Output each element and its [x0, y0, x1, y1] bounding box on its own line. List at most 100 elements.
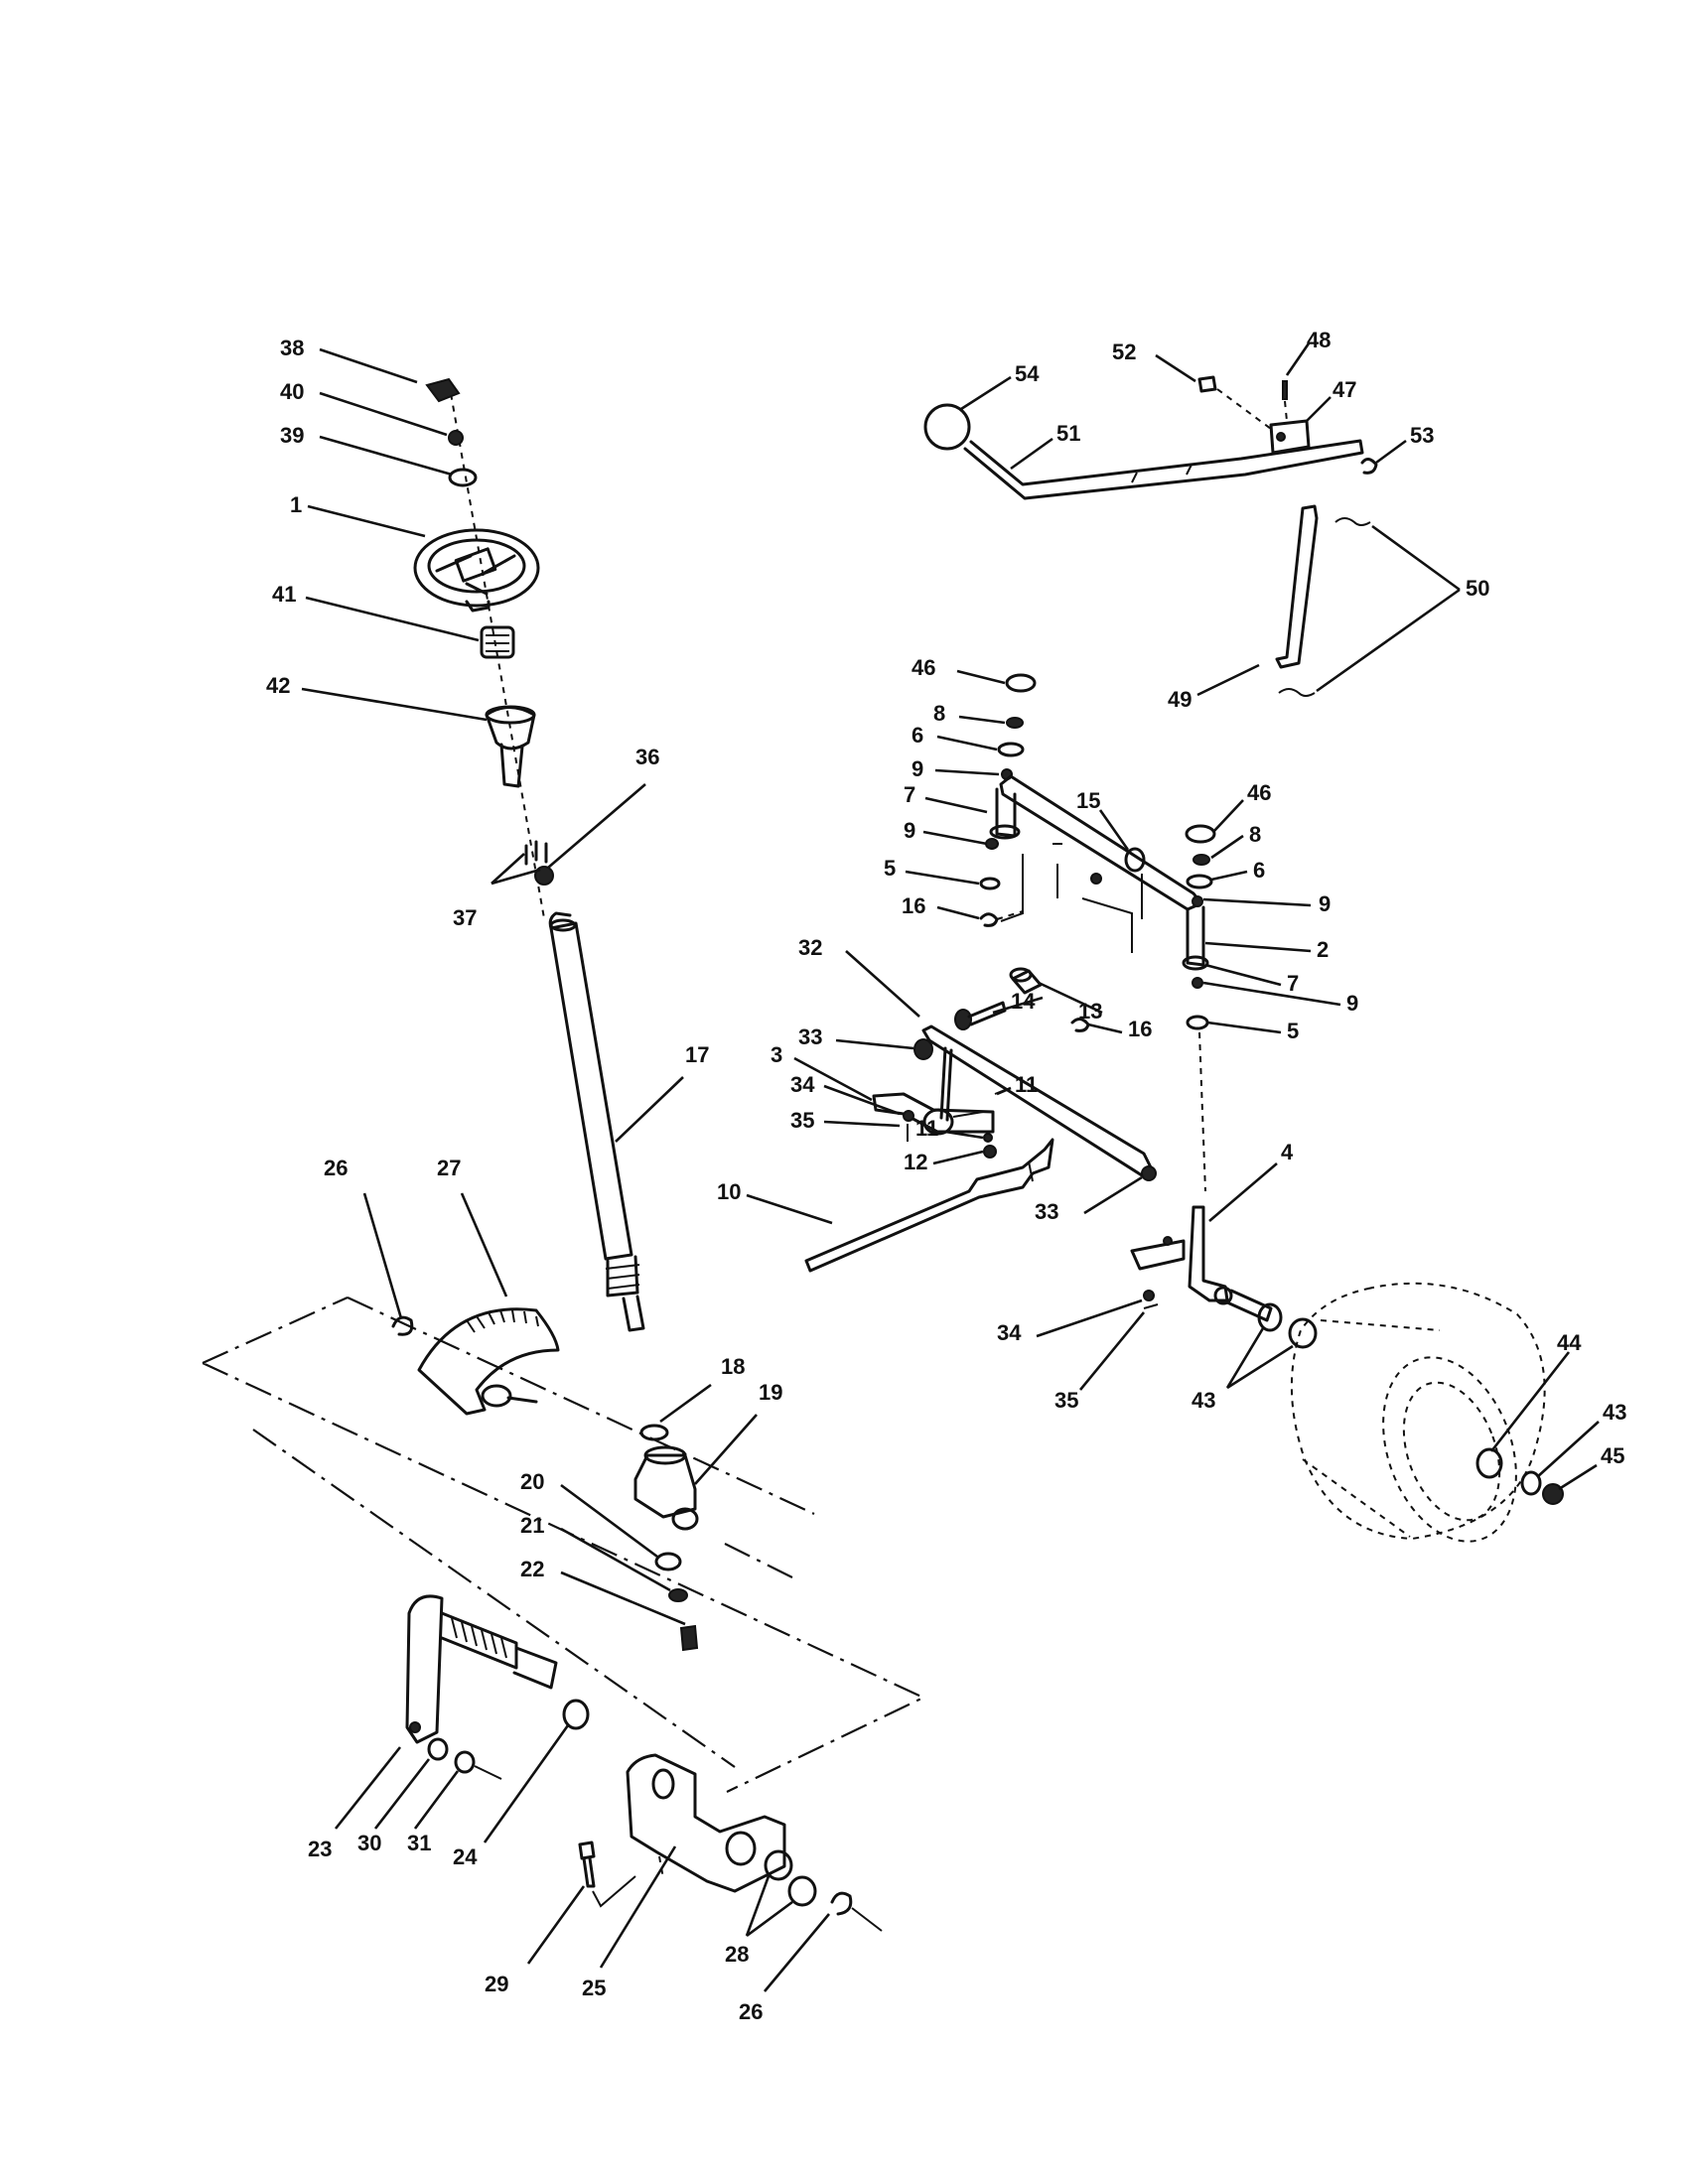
part-12-fastener	[983, 1145, 997, 1159]
callout-46-left: 46	[912, 655, 935, 680]
callout-24: 24	[453, 1844, 478, 1869]
callout-5-right: 5	[1287, 1019, 1299, 1043]
part-46-cap-right	[1185, 824, 1216, 844]
part-22-bolt	[679, 1624, 699, 1652]
callout-6-left: 6	[912, 723, 923, 748]
callout-26-top: 26	[324, 1156, 348, 1180]
part-28-washer-b	[787, 1875, 817, 1907]
part-30-washer	[427, 1737, 449, 1761]
part-26-clip-bottom	[830, 1891, 853, 1916]
callout-52: 52	[1112, 340, 1136, 364]
callout-50: 50	[1466, 576, 1489, 601]
part-11-fastener-a	[983, 1133, 993, 1143]
callout-33-right: 33	[1035, 1199, 1058, 1224]
part-24-bushing	[562, 1699, 590, 1730]
callout-32: 32	[798, 935, 822, 960]
callout-44: 44	[1557, 1330, 1582, 1355]
callout-51: 51	[1056, 421, 1080, 446]
part-6-washer-left	[997, 742, 1025, 757]
part-43-washer-c	[1520, 1470, 1542, 1496]
callout-labels: 38 40 39 1 41 42 36 37 17 26 27 18 19 20…	[266, 328, 1626, 2024]
front-axle-assembly	[804, 673, 1564, 1543]
callout-54: 54	[1015, 361, 1040, 386]
part-9-bearing-right-top	[1192, 895, 1203, 907]
part-14-bolt	[954, 1001, 1007, 1030]
callout-43-right: 43	[1603, 1400, 1626, 1425]
callout-45: 45	[1601, 1443, 1624, 1468]
callout-15: 15	[1076, 788, 1100, 813]
part-34-nut-right	[1143, 1290, 1155, 1301]
part-28-washer-a	[764, 1849, 793, 1881]
callout-49: 49	[1168, 687, 1192, 712]
part-25-bracket	[626, 1753, 786, 1893]
callout-21: 21	[520, 1513, 544, 1538]
part-34-nut-left	[903, 1110, 914, 1122]
callout-42: 42	[266, 673, 290, 698]
frame-outline-left	[202, 1296, 926, 1793]
part-9-bearing-left-mid	[985, 838, 999, 850]
callout-35-right: 35	[1054, 1388, 1078, 1413]
callout-19: 19	[759, 1380, 782, 1405]
part-23-steering-arm	[405, 1594, 558, 1744]
callout-22: 22	[520, 1557, 544, 1581]
callout-5-left: 5	[884, 856, 896, 881]
callout-3: 3	[771, 1042, 782, 1067]
callout-39: 39	[280, 423, 304, 448]
callout-17: 17	[685, 1042, 709, 1067]
callout-13: 13	[1078, 999, 1102, 1024]
part-36-37-fasteners	[524, 840, 554, 886]
callout-41: 41	[272, 582, 296, 607]
part-52-spring	[1197, 375, 1217, 393]
callout-47: 47	[1333, 377, 1356, 402]
callout-31: 31	[407, 1831, 431, 1855]
callout-leaders	[301, 342, 1600, 1992]
part-8-nut-right	[1193, 854, 1210, 866]
part-20-washer	[654, 1552, 682, 1571]
callout-14: 14	[1011, 989, 1036, 1014]
part-21-washer	[668, 1588, 688, 1602]
part-31-nut	[454, 1750, 476, 1774]
callout-7-left: 7	[904, 782, 915, 807]
callout-30: 30	[357, 1831, 381, 1855]
part-33-ball-joint-right	[1141, 1165, 1157, 1181]
callout-11-left: 11	[915, 1116, 938, 1141]
part-42-bearing	[485, 705, 536, 788]
steering-column-assembly	[202, 377, 926, 1932]
part-19-bearing-block	[633, 1445, 699, 1531]
callout-53: 53	[1410, 423, 1434, 448]
callout-9-left-mid: 9	[904, 818, 915, 843]
part-6-washer-right	[1186, 874, 1213, 889]
lift-handle-assembly	[923, 375, 1378, 697]
part-49-rod	[1275, 504, 1319, 669]
callout-37: 37	[453, 905, 477, 930]
callout-34-right: 34	[997, 1320, 1022, 1345]
callout-25: 25	[582, 1976, 606, 2000]
callout-2: 2	[1317, 937, 1329, 962]
callout-35-left: 35	[790, 1108, 814, 1133]
part-51-handle	[963, 439, 1364, 500]
part-41-adapter	[480, 625, 515, 659]
callout-16-left: 16	[902, 893, 925, 918]
callout-8-left: 8	[933, 701, 945, 726]
callout-34-left: 34	[790, 1072, 815, 1097]
part-54-knob	[923, 403, 971, 451]
callout-38: 38	[280, 336, 304, 360]
part-38-cap	[425, 377, 461, 403]
part-15-grease-fitting	[1124, 847, 1146, 873]
part-35-pin-right	[1143, 1303, 1159, 1309]
callout-36: 36	[635, 745, 659, 769]
part-50-clip-a	[1334, 517, 1371, 526]
part-4-spindle	[1130, 1205, 1273, 1322]
part-50-clip-b	[1278, 688, 1316, 697]
part-46-cap-left	[1005, 673, 1037, 693]
part-8-nut-left	[1006, 717, 1024, 729]
part-45-cap	[1542, 1483, 1564, 1505]
part-9-bearing-right-low	[1192, 977, 1203, 989]
part-5-washer-left	[979, 877, 1001, 890]
part-44-hub	[1475, 1447, 1503, 1479]
part-10-rod	[804, 1138, 1054, 1273]
part-40-nut	[448, 430, 464, 446]
part-32-drag-link	[913, 1024, 1154, 1177]
callout-1: 1	[290, 492, 302, 517]
